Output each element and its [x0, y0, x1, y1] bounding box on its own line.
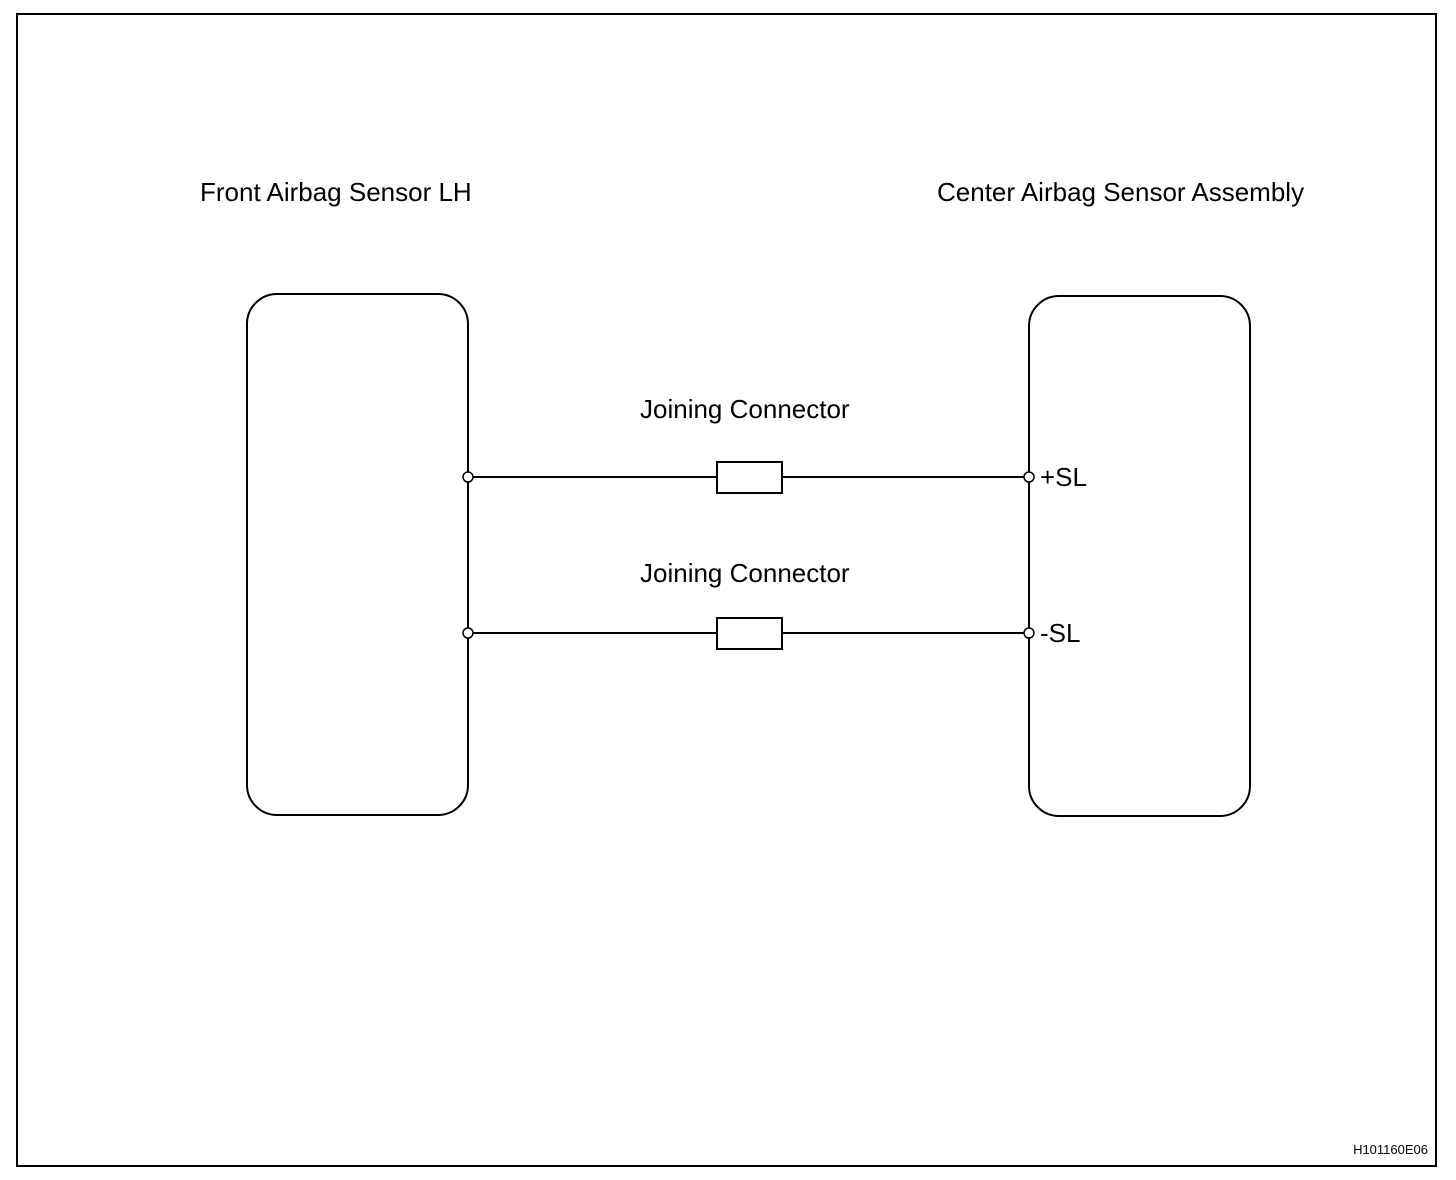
diagram-frame: [16, 13, 1437, 1167]
left-terminal-1: [462, 471, 474, 483]
terminal-label-minus-sl: -SL: [1040, 618, 1080, 648]
center-airbag-sensor-assembly-box: [1028, 295, 1251, 817]
terminal-label-plus-sl: +SL: [1040, 462, 1087, 492]
joining-connector-1: [716, 461, 783, 494]
joining-connector-2: [716, 617, 783, 650]
wire-minus-sl: [462, 617, 1035, 650]
joining-connector-label-1: Joining Connector: [640, 394, 850, 424]
left-terminal-2: [462, 627, 474, 639]
left-component-label: Front Airbag Sensor LH: [200, 177, 472, 207]
right-terminal-1: [1023, 471, 1035, 483]
front-airbag-sensor-lh-box: [246, 293, 469, 816]
right-component-label: Center Airbag Sensor Assembly: [937, 177, 1304, 207]
joining-connector-label-2: Joining Connector: [640, 558, 850, 588]
right-terminal-2: [1023, 627, 1035, 639]
figure-code: H101160E06: [1353, 1142, 1428, 1157]
wire-plus-sl: [462, 461, 1035, 494]
